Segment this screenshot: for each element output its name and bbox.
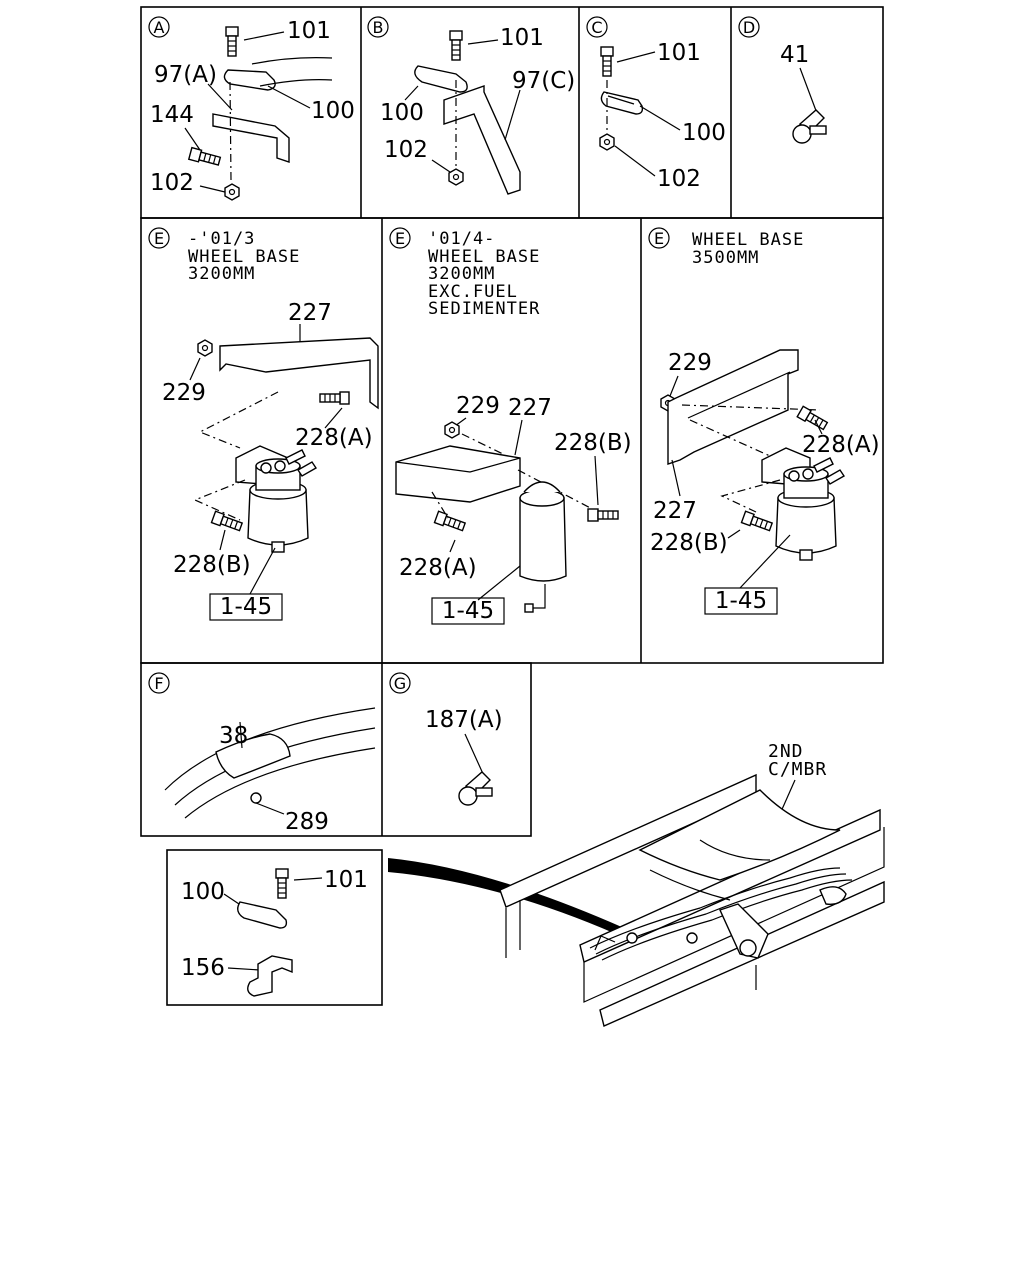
panel-e2: E '01/4- WHEEL BASE 3200MM EXC.FUEL SEDI…: [389, 227, 632, 625]
label-c-101: 101: [657, 40, 701, 66]
label-e1-228a: 228(A): [295, 425, 373, 451]
label-e3-227: 227: [653, 498, 697, 524]
frame-label-line1: 2ND: [768, 741, 804, 762]
bracket-97a-shape: [212, 113, 290, 163]
clip-100-detail-shape: [237, 901, 288, 929]
panel-b-letter: B: [373, 18, 384, 37]
fuel-filter-e2-shape: [519, 497, 567, 582]
panel-d: D 41: [738, 16, 827, 144]
bracket-227-e3-shape: [667, 349, 799, 465]
bracket-156-shape: [247, 955, 293, 997]
label-e1-228b: 228(B): [173, 552, 251, 578]
panel-e1-note-3: 3200MM: [188, 264, 255, 284]
panel-frames: [140, 6, 884, 1006]
label-e1-227: 227: [288, 300, 332, 326]
label-f-38: 38: [219, 723, 248, 749]
label-e2-ref: 1-45: [442, 598, 494, 624]
clip-100-shape: [223, 69, 276, 91]
label-b-100: 100: [380, 100, 424, 126]
detail-inset: 100 101 156: [181, 867, 368, 997]
panel-e2-letter: E: [395, 229, 405, 248]
label-detail-156: 156: [181, 955, 225, 981]
label-e2-228b: 228(B): [554, 430, 632, 456]
panel-b: B 101 100 97(C) 102: [367, 16, 575, 195]
panel-e1-letter: E: [154, 229, 164, 248]
bolt-101-detail-icon: [275, 868, 289, 899]
label-f-289: 289: [285, 809, 329, 835]
label-g-187a: 187(A): [425, 707, 503, 733]
panel-e1-note-2: WHEEL BASE: [188, 247, 300, 267]
panel-a: A 101 100 97(A) 144 102: [148, 16, 355, 201]
label-a-144: 144: [150, 102, 194, 128]
panel-e2-note-5: SEDIMENTER: [428, 299, 540, 319]
panel-a-marker-circle: [148, 16, 170, 38]
panel-c: C 101 100 102: [586, 16, 726, 192]
fuel-filter-e3-icon: [775, 457, 845, 561]
chassis-frame-illustration: 2ND C/MBR: [388, 741, 885, 1027]
clamp-38-shape: [215, 733, 291, 779]
wing-nut-41-icon: [792, 109, 827, 144]
fuel-filter-e1-icon: [247, 449, 317, 553]
label-a-101: 101: [287, 18, 331, 44]
panel-d-letter: D: [743, 18, 755, 37]
label-detail-100: 100: [181, 879, 225, 905]
label-a-97a: 97(A): [154, 62, 217, 88]
label-e1-229: 229: [162, 380, 206, 406]
panel-f-letter: F: [154, 674, 163, 693]
label-e3-229: 229: [668, 350, 712, 376]
bracket-227-e2-shape: [395, 445, 521, 503]
panel-g-letter: G: [394, 674, 406, 693]
label-e3-228a: 228(A): [802, 432, 880, 458]
label-e2-228a: 228(A): [399, 555, 477, 581]
ref-box-e2: [431, 597, 505, 625]
panel-e2-note-1: '01/4-: [428, 229, 495, 249]
panel-c-letter: C: [591, 18, 602, 37]
label-a-102: 102: [150, 170, 194, 196]
panel-e2-note-3: 3200MM: [428, 264, 495, 284]
panel-e3-note-2: 3500MM: [692, 248, 759, 268]
label-detail-101: 101: [324, 867, 368, 893]
label-b-97c: 97(C): [512, 68, 575, 94]
panel-e2-note-2: WHEEL BASE: [428, 247, 540, 267]
panel-e1-note-1: -'01/3: [188, 229, 255, 249]
panel-e3-letter: E: [654, 229, 664, 248]
wing-nut-187a-icon: [458, 771, 493, 806]
label-c-102: 102: [657, 166, 701, 192]
callout-arrow-shape: [388, 858, 624, 934]
panel-e1: E -'01/3 WHEEL BASE 3200MM 227 229 228(A…: [148, 227, 379, 621]
label-e3-ref: 1-45: [715, 588, 767, 614]
panel-e3: E WHEEL BASE 3500MM 229 228(A) 227 228(B…: [648, 227, 880, 615]
frame-label-line2: C/MBR: [768, 759, 827, 780]
panel-f: F 38 289: [148, 672, 376, 835]
ref-box-e3: [704, 587, 778, 615]
panel-e3-note-1: WHEEL BASE: [692, 230, 804, 250]
label-e3-228b: 228(B): [650, 530, 728, 556]
label-e2-229: 229: [456, 393, 500, 419]
label-a-100: 100: [311, 98, 355, 124]
cross-member-shape: [638, 789, 841, 881]
label-e1-ref: 1-45: [220, 594, 272, 620]
label-d-41: 41: [780, 42, 809, 68]
panel-a-letter: A: [154, 18, 165, 37]
bracket-227-e1-shape: [219, 337, 379, 410]
label-c-100: 100: [682, 120, 726, 146]
label-e2-227: 227: [508, 395, 552, 421]
label-b-102: 102: [384, 137, 428, 163]
label-b-101: 101: [500, 25, 544, 51]
panel-e2-note-4: EXC.FUEL: [428, 282, 518, 302]
panel-g: G 187(A): [389, 672, 503, 806]
ref-box-e1: [209, 593, 283, 621]
